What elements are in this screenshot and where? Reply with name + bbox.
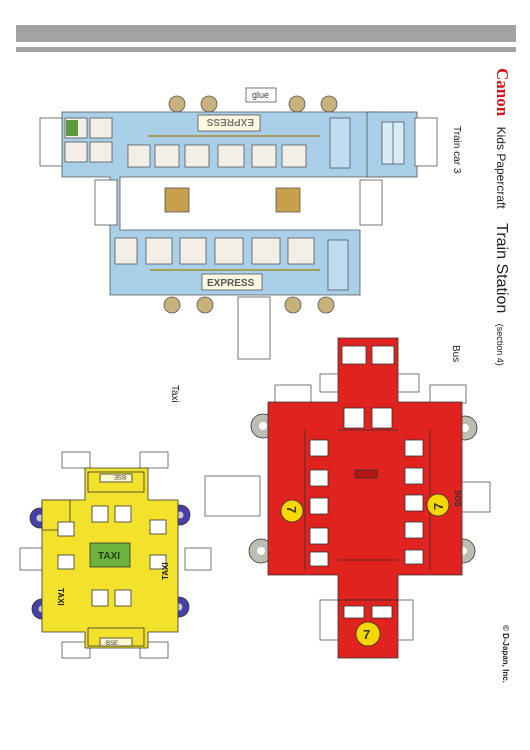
bus-number-left: 7 <box>284 506 299 513</box>
header-bar-thick <box>16 25 516 42</box>
bus-piece: 7 7 7 SOS <box>204 337 491 659</box>
taxi-plate-front: BSE <box>114 473 126 479</box>
taxi-side-left: TAXI <box>56 588 65 606</box>
taxi-piece: BSE BSE TAXI TAXI TAXI <box>19 451 212 659</box>
train-car-piece: glue EXPRESS <box>39 87 438 360</box>
train-wheel <box>288 95 306 113</box>
taxi-roof-sign: TAXI <box>98 551 120 562</box>
train-wheel <box>200 95 218 113</box>
train-wheel <box>320 95 338 113</box>
express-sign-top: EXPRESS <box>206 116 254 127</box>
train-wheel <box>317 296 335 314</box>
taxi-plate-back: BSE <box>106 641 118 647</box>
bus-route: SOS <box>453 490 462 508</box>
train-wheel <box>163 296 181 314</box>
train-wheel <box>168 95 186 113</box>
header-bar-thin <box>16 47 516 52</box>
train-wheel <box>196 296 214 314</box>
bus-number-right: 7 <box>431 503 446 510</box>
express-sign-bottom: EXPRESS <box>207 278 255 289</box>
glue-label: glue <box>252 90 269 100</box>
bus-number-back: 7 <box>363 627 370 642</box>
taxi-side-right: TAXI <box>161 562 170 580</box>
train-wheel <box>284 296 302 314</box>
